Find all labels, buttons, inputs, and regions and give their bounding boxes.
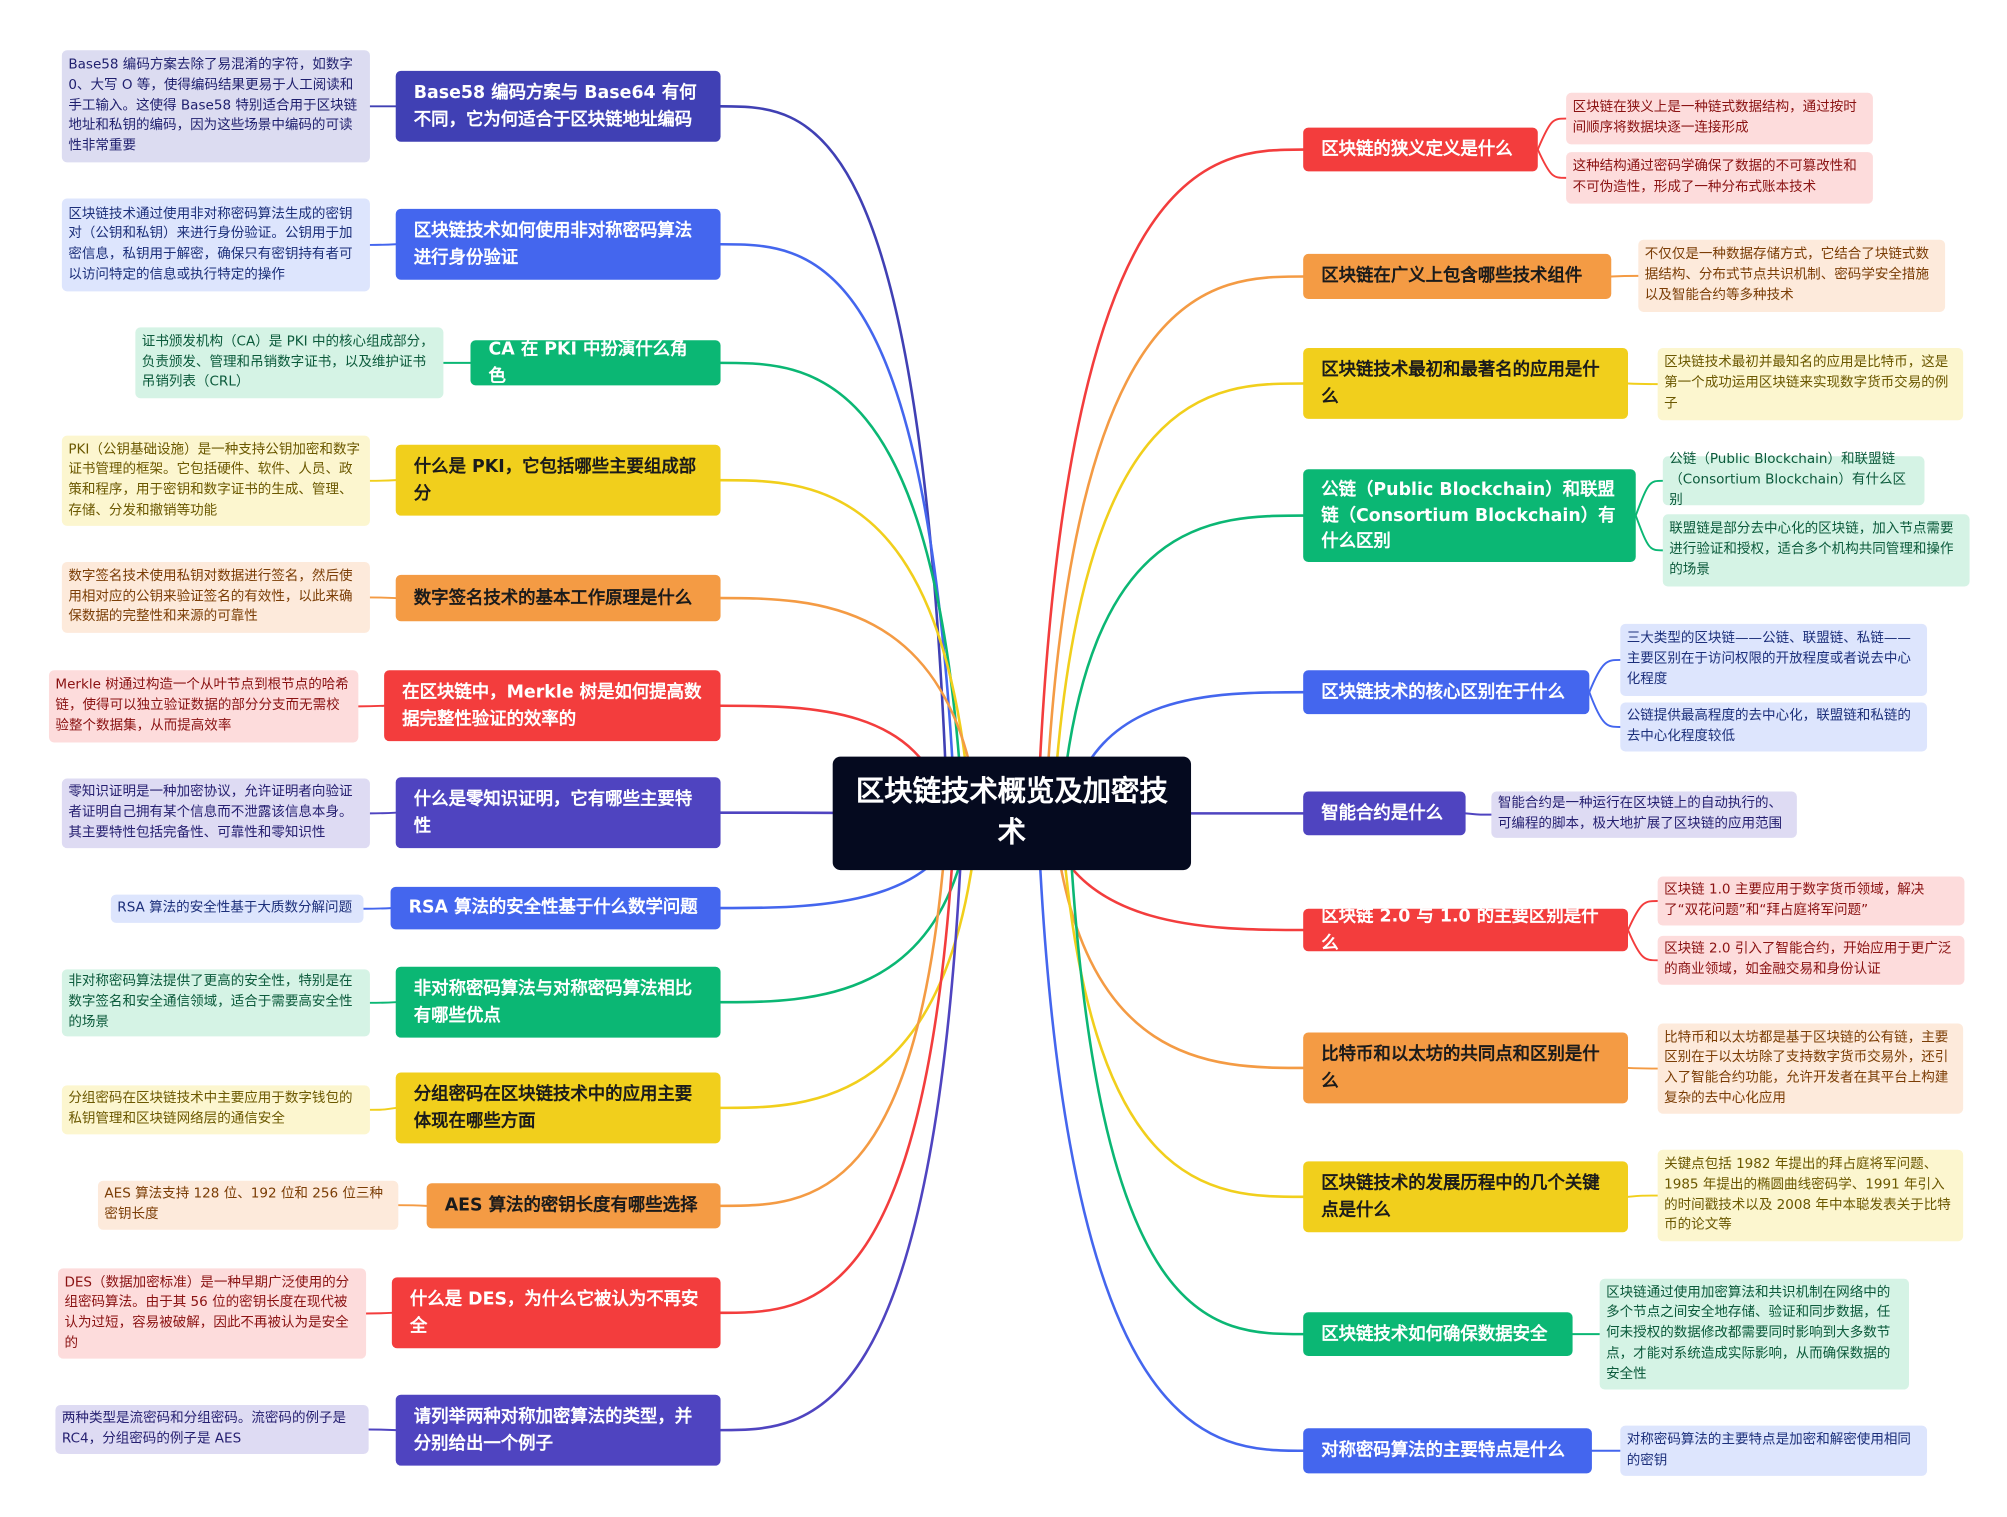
detail-line: [1627, 929, 1659, 962]
detail-line: [367, 1428, 397, 1432]
detail-line: [1464, 812, 1493, 816]
branch-line: [1044, 275, 1305, 815]
branch-line: [1067, 812, 1305, 1336]
detail-note: 公链提供最高程度的去中心化，联盟链和私链的去中心化程度较低: [1620, 702, 1928, 752]
branch-line: [1036, 812, 1305, 1453]
detail-line: [1634, 514, 1664, 552]
left-topic-5[interactable]: 数字签名技术的基本工作原理是什么: [395, 574, 721, 622]
detail-note: 区块链技术通过使用非对称密码算法生成的密钥对（公钥和私钥）来进行身份验证。公钥用…: [61, 198, 370, 292]
left-topic-12[interactable]: 什么是 DES，为什么它被认为不再安全: [391, 1277, 721, 1349]
detail-line: [1588, 659, 1622, 694]
right-topic-5[interactable]: 区块链技术的核心区别在于什么: [1303, 670, 1590, 715]
detail-line: [1610, 274, 1640, 278]
detail-note: 联盟链是部分去中心化的区块链，加入节点需要进行验证和授权，适合多个机构共同管理和…: [1662, 514, 1970, 587]
detail-note: 不仅仅是一种数据存储方式，它结合了块链式数据结构、分布式节点共识机制、密码学安全…: [1638, 239, 1946, 312]
detail-line: [1627, 1066, 1659, 1070]
right-topic-10[interactable]: 区块链技术如何确保数据安全: [1303, 1312, 1573, 1357]
detail-note: AES 算法支持 128 位、192 位和 256 位三种密钥长度: [97, 1180, 399, 1230]
detail-note: RSA 算法的安全性基于大质数分解问题: [110, 894, 364, 923]
branch-line: [719, 812, 957, 1315]
detail-line: [1588, 691, 1622, 728]
branch-line: [1036, 148, 1305, 815]
detail-line: [368, 596, 397, 600]
right-topic-6[interactable]: 智能合约是什么: [1303, 791, 1466, 836]
left-topic-3[interactable]: CA 在 PKI 中扮演什么角色: [470, 339, 721, 386]
detail-line: [357, 704, 386, 708]
left-topic-13[interactable]: 请列举两种对称加密算法的类型，并分别给出一个例子: [395, 1394, 721, 1466]
left-topic-4[interactable]: 什么是 PKI，它包括哪些主要组成部分: [395, 444, 721, 516]
detail-note: 区块链技术最初并最知名的应用是比特币，这是第一个成功运用区块链来实现数字货币交易…: [1657, 348, 1964, 421]
detail-note: 三大类型的区块链——公链、联盟链、私链——主要区别在于访问权限的开放程度或者说去…: [1620, 623, 1928, 697]
right-topic-1[interactable]: 区块链的狭义定义是什么: [1303, 127, 1538, 172]
detail-note: Merkle 树通过构造一个从叶节点到根节点的哈希链，使得可以独立验证数据的部分…: [48, 670, 359, 743]
left-topic-7[interactable]: 什么是零知识证明，它有哪些主要特性: [395, 777, 721, 849]
branch-line: [719, 361, 965, 815]
left-topic-6[interactable]: 在区块链中，Merkle 树是如何提高数据完整性验证的效率的: [384, 670, 721, 742]
detail-note: 区块链通过使用加密算法和共识机制在网络中的多个节点之间安全地存储、验证和同步数据…: [1599, 1278, 1910, 1390]
detail-line: [368, 479, 397, 482]
branch-line: [719, 812, 972, 1004]
left-topic-1[interactable]: Base58 编码方案与 Base64 有何不同，它为何适合于区块链地址编码: [395, 70, 721, 142]
right-topic-4[interactable]: 公链（Public Blockchain）和联盟链（Consortium Blo…: [1303, 469, 1636, 563]
detail-line: [397, 1204, 428, 1207]
detail-line: [1536, 117, 1568, 151]
detail-note: 关键点包括 1982 年提出的拜占庭将军问题、1985 年提出的椭圆曲线密码学、…: [1657, 1149, 1964, 1242]
detail-note: 非对称密码算法提供了更高的安全性，特别是在数字签名和安全通信领域，适合于需要高安…: [61, 969, 370, 1037]
root-topic[interactable]: 区块链技术概览及加密技术: [832, 756, 1192, 871]
detail-note: 证书颁发机构（CA）是 PKI 中的核心组成部分，负责颁发、管理和吊销数字证书，…: [135, 327, 444, 399]
detail-note: 两种类型是流密码和分组密码。流密码的例子是 RC4，分组密码的例子是 AES: [55, 1405, 369, 1454]
detail-note: 区块链在狭义上是一种链式数据结构，通过按时间顺序将数据块逐一连接形成: [1566, 92, 1873, 145]
right-topic-2[interactable]: 区块链在广义上包含哪些技术组件: [1303, 253, 1612, 300]
detail-note: 这种结构通过密码学确保了数据的不可篡改性和不可伪造性，形成了一种分布式账本技术: [1566, 152, 1873, 204]
right-topic-8[interactable]: 比特币和以太坊的共同点和区别是什么: [1303, 1032, 1629, 1104]
branch-line: [719, 596, 980, 815]
branch-line: [719, 478, 972, 815]
right-topic-7[interactable]: 区块链 2.0 与 1.0 的主要区别是什么: [1303, 906, 1629, 953]
right-topic-3[interactable]: 区块链技术最初和最著名的应用是什么: [1303, 348, 1629, 419]
branch-line: [719, 812, 980, 1110]
right-topic-11[interactable]: 对称密码算法的主要特点是什么: [1303, 1428, 1592, 1474]
branch-line: [719, 812, 949, 1208]
detail-line: [368, 243, 397, 246]
detail-line: [368, 1106, 397, 1111]
detail-line: [368, 811, 397, 815]
detail-line: [1627, 900, 1659, 931]
detail-note: 分组密码在区块链技术中主要应用于数字钱包的私钥管理和区块链网络层的通信安全: [61, 1085, 370, 1135]
detail-note: 区块链 1.0 主要应用于数字货币领域，解决了“双花问题”和“拜占庭将军问题”: [1657, 876, 1965, 926]
detail-note: 智能合约是一种运行在区块链上的自动执行的、可编程的脚本，极大地扩展了区块链的应用…: [1491, 791, 1797, 838]
detail-line: [362, 907, 392, 910]
branch-line: [719, 105, 949, 815]
detail-line: [1627, 1194, 1659, 1198]
branch-line: [1059, 812, 1305, 1199]
detail-line: [1634, 479, 1664, 517]
branch-line: [1051, 382, 1305, 815]
left-topic-9[interactable]: 非对称密码算法与对称密码算法相比有哪些优点: [395, 966, 721, 1038]
detail-note: 公链（Public Blockchain）和联盟链（Consortium Blo…: [1662, 452, 1925, 508]
detail-note: 区块链 2.0 引入了智能合约，开始应用于更广泛的商业领域，如金融交易和身份认证: [1657, 935, 1965, 985]
detail-note: 比特币和以太坊都是基于区块链的公有链，主要区别在于以太坊除了支持数字货币交易外，…: [1657, 1023, 1964, 1114]
left-topic-11[interactable]: AES 算法的密钥长度有哪些选择: [426, 1183, 721, 1229]
detail-note: DES（数据加密标准）是一种早期广泛使用的分组密码算法。由于其 56 位的密钥长…: [58, 1268, 367, 1359]
detail-note: 数字签名技术使用私钥对数据进行签名，然后使用相对应的公钥来验证签名的有效性，以此…: [61, 562, 370, 633]
branch-line: [1059, 514, 1305, 815]
left-topic-10[interactable]: 分组密码在区块链技术中的应用主要体现在哪些方面: [395, 1072, 721, 1144]
detail-line: [365, 1311, 393, 1315]
detail-line: [368, 1001, 397, 1004]
detail-line: [1627, 382, 1659, 386]
left-topic-2[interactable]: 区块链技术如何使用非对称密码算法进行身份验证: [395, 208, 721, 280]
left-topic-8[interactable]: RSA 算法的安全性基于什么数学问题: [390, 886, 721, 930]
right-topic-9[interactable]: 区块链技术的发展历程中的几个关键点是什么: [1303, 1161, 1629, 1233]
branch-line: [719, 812, 965, 1432]
detail-note: PKI（公钥基础设施）是一种支持公钥加密和数字证书管理的框架。它包括硬件、软件、…: [61, 435, 370, 526]
detail-note: Base58 编码方案去除了易混淆的字符，如数字 0、大写 O 等，使得编码结果…: [61, 50, 370, 163]
detail-note: 零知识证明是一种加密协议，允许证明者向验证者证明自己拥有某个信息而不泄露该信息本…: [61, 778, 370, 849]
detail-note: 对称密码算法的主要特点是加密和解密使用相同的密钥: [1620, 1425, 1928, 1476]
detail-line: [1536, 148, 1568, 179]
